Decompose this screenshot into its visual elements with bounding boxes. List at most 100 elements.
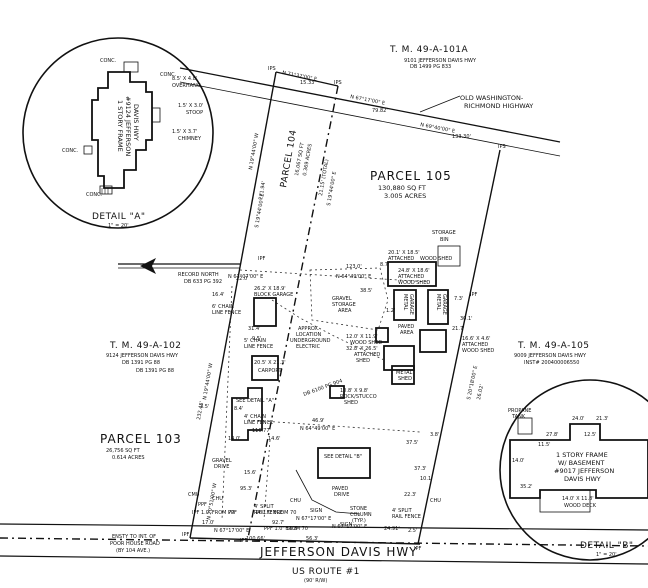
- detail-a-label-3: 8.5' X 4.8': [172, 76, 197, 82]
- distance-18: 22.3': [404, 492, 417, 498]
- distance-11: 16.4': [212, 292, 225, 298]
- pin-note-1: IPF 1.0' FROM 70: [254, 510, 296, 516]
- parcel-105-line-2: 3.005 ACRES: [384, 192, 426, 200]
- detail-a-label-5: 1.5' X 3.0': [178, 103, 203, 109]
- tm-left-line-1: 9124 JEFFERSON DAVIS HWY: [106, 353, 179, 359]
- house-103: [231, 387, 263, 441]
- distance-13: 8.4': [234, 406, 243, 412]
- struct-15: 16.6' X 4.6': [462, 336, 490, 342]
- road-route: US ROUTE #1: [292, 567, 360, 577]
- struct-56: RAIL FENCE: [254, 510, 283, 516]
- struct-23: METAL: [396, 370, 413, 376]
- struct-54: RAIL FENCE: [392, 514, 421, 520]
- storage-bin: [437, 245, 461, 267]
- struct-20: 32.8' X 26.5': [346, 346, 378, 352]
- bearing-8: N 67°17'00" E: [296, 516, 331, 522]
- struct-45: GRAVEL: [212, 458, 232, 464]
- distance-1: 15.33': [300, 80, 316, 86]
- tm-right: T. M. 49-A-105 9009 JEFFERSON DAVIS HWY …: [514, 341, 589, 366]
- struct-47: SEE DETAIL "B": [324, 454, 362, 460]
- struct-1: STORAGE: [432, 230, 456, 236]
- record-north-line-1: RECORD NORTH: [178, 272, 219, 278]
- distance-19: 14.6': [268, 436, 281, 442]
- carport: [251, 355, 279, 381]
- north-arrow-icon: [140, 258, 156, 274]
- distance-14: 7.3': [454, 296, 463, 302]
- detail-b-label-1: PROPANE: [508, 408, 531, 414]
- old-highway: T. M. 49-A-101A 9101 JEFFERSON DAVIS HWY…: [179, 45, 561, 157]
- struct-11: METAL: [435, 294, 441, 311]
- struct-36: 5' CHAIN: [244, 338, 266, 344]
- struct-22: SHED: [356, 358, 370, 364]
- detail-b-label-11: 12.5': [584, 432, 597, 438]
- distance-2: 79.82': [372, 108, 388, 114]
- distance-3: 133.30': [452, 134, 471, 140]
- metal-garage-2: [427, 289, 449, 325]
- struct-32: 26.2' X 18.9': [254, 286, 286, 292]
- struct-19: WOOD SHED: [350, 340, 382, 346]
- underground-electric: [271, 299, 385, 361]
- struct-57: SEE DETAIL "A": [236, 398, 274, 404]
- marker-5: IPF: [470, 292, 477, 298]
- marker-7: IPF: [240, 538, 247, 544]
- marker-9: PPF: [228, 510, 237, 516]
- struct-44: LINE FENCE: [244, 420, 273, 426]
- detail-a-label-10: CONC.: [86, 192, 103, 198]
- struct-38: 20.5' X 21.3': [254, 360, 286, 366]
- parcel-105-line-1: 130,880 SQ FT: [378, 184, 426, 192]
- wood-shed-2: [419, 329, 447, 353]
- distance-7: 232.45': [196, 401, 205, 421]
- struct-34: 6' CHAIN: [212, 304, 234, 310]
- detail-b-house-line-3: #9017 JEFFERSON: [554, 467, 614, 475]
- struct-7: ATTACHED: [398, 274, 424, 280]
- struct-6: 24.8' X 18.6': [398, 268, 430, 274]
- distance-9: 123.0': [346, 264, 362, 270]
- marker-2: IPS: [334, 80, 342, 86]
- struct-16: ATTACHED: [462, 342, 488, 348]
- detail-a-stoop: [99, 185, 113, 195]
- parcel-103-line-1: 26,756 SQ FT: [106, 448, 141, 454]
- detail-b-deck: [539, 489, 591, 513]
- detail-a-label-7: 1.5' X 3.7': [172, 129, 197, 135]
- distance-37: 10.1': [420, 476, 433, 482]
- tm-top-title: T. M. 49-A-101A: [389, 45, 469, 55]
- struct-35: LINE FENCE: [212, 310, 241, 316]
- pin-note-2: IPF 1.0' FROM 70: [192, 510, 234, 516]
- struct-10: GARAGE: [408, 294, 414, 315]
- parcel-104-line-2: 0.369 ACRES: [302, 143, 314, 176]
- detail-a-label-6: STOOP: [186, 110, 203, 116]
- struct-27: AREA: [338, 308, 352, 314]
- jefferson-davis-hwy: ENSTY TO INT. OF POOR HOUSE ROAD (BY 104…: [0, 523, 648, 584]
- distance-4: 271.94': [258, 181, 267, 201]
- struct-25: GRAVEL: [332, 296, 352, 302]
- parcel-104: PARCEL 104 16,067 SQ FT 0.369 ACRES 271.…: [254, 129, 338, 229]
- attached-shed: [383, 345, 415, 371]
- detail-b-label-2: TANK: [511, 414, 526, 420]
- struct-3: 20.1' X 18.5': [388, 250, 420, 256]
- road-name: JEFFERSON DAVIS HWY: [259, 545, 418, 559]
- marker-3: IPS: [498, 144, 506, 150]
- tm-right-line-2: INST# 200400006550: [524, 360, 579, 366]
- detail-a-title: DETAIL "A": [92, 212, 146, 222]
- struct-41: ROCK/STUCCO: [340, 394, 377, 400]
- marker-4: IPF: [258, 256, 265, 262]
- struct-48: PAVED: [332, 486, 348, 492]
- struct-28: APPROX.: [298, 326, 320, 332]
- old-highway-line-2: RICHMOND HIGHWAY: [464, 102, 533, 110]
- distance-16: 1.2': [386, 308, 395, 314]
- parcel-104-line-1: 16,067 SQ FT: [294, 141, 306, 176]
- bearing-12: N 19°44'00" W: [202, 363, 214, 401]
- structures: STORAGE BIN 20.1' X 18.5' ATTACHED WOOD …: [271, 230, 494, 385]
- marker-14: CMU: [188, 492, 200, 498]
- distance-22: 92.7': [272, 520, 285, 526]
- paved-drive-105: [295, 469, 361, 515]
- block-garage: [253, 297, 277, 327]
- detail-b-label-9: WOOD DECK: [564, 503, 597, 509]
- struct-24: SHED: [398, 376, 412, 382]
- struct-58: DB 6100 PG 904: [303, 378, 344, 398]
- struct-14: AREA: [400, 330, 414, 336]
- detail-a-label-2: CONC.: [160, 72, 177, 78]
- detail-a-house: [91, 71, 153, 189]
- distance-24: 8.7': [380, 262, 389, 268]
- detail-a-house-line-1: 1 STORY FRAME: [116, 100, 124, 152]
